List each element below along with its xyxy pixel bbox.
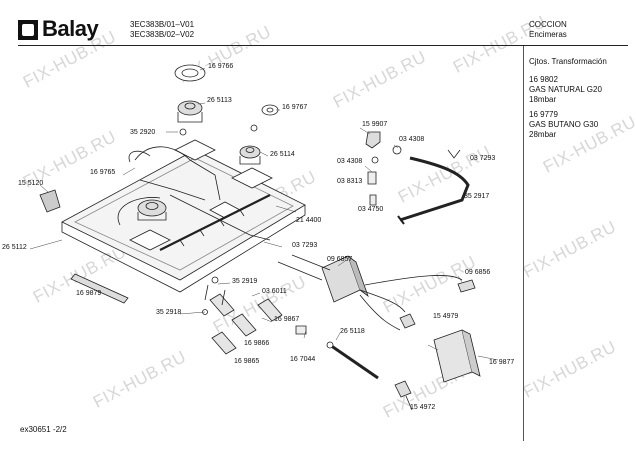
kit-part-number: 16 9779	[529, 110, 558, 119]
part-label: 16 7044	[290, 356, 316, 363]
part-label: 21 4400	[296, 217, 322, 224]
nipple-fitting	[367, 171, 377, 185]
gas-tube	[139, 179, 206, 201]
part-label: 16 9767	[282, 104, 308, 111]
burner-large	[174, 64, 206, 123]
bracket-clip	[39, 189, 61, 213]
part-label: 26 5113	[207, 97, 232, 104]
part-label: 15 4979	[433, 313, 459, 320]
hob-base-edge	[61, 205, 306, 293]
leader-lines	[29, 67, 499, 361]
category-subtitle: Encimeras	[529, 30, 567, 39]
kit-pressure: 18mbar	[529, 95, 557, 104]
ignition-electrode	[394, 380, 412, 398]
part-label: 26 5118	[340, 328, 365, 335]
part-label: 16 9879	[76, 290, 102, 297]
sidebar-title: Cjtos. Transformación	[529, 57, 607, 66]
gas-inlet-pipe	[399, 156, 470, 222]
seal-strip	[70, 273, 129, 304]
part-label: 16 9765	[90, 169, 116, 176]
ignition-wires	[359, 275, 463, 331]
part-label: 16 9766	[208, 63, 234, 70]
part-label: 15 4972	[410, 404, 436, 411]
elbow-fitting	[365, 131, 381, 149]
part-label: 35 2917	[464, 193, 490, 200]
diagram-code: ex30651 -2/2	[20, 425, 67, 434]
burner-small	[261, 104, 279, 116]
part-label: 35 2919	[232, 278, 258, 285]
burner-front	[137, 199, 167, 221]
conversion-kit-2: 16 9779 GAS BUTANO G30 28mbar	[529, 110, 598, 140]
wire-connector	[457, 279, 476, 293]
part-label: 16 9877	[489, 359, 515, 366]
part-label: 16 9866	[244, 340, 270, 347]
model-line-2: 3EC383B/02–V02	[130, 30, 195, 39]
thermocouple-rod	[329, 343, 379, 380]
part-label: 03 4308	[337, 158, 363, 165]
part-label: 26 5114	[270, 151, 295, 158]
model-line-1: 3EC383B/01–V01	[130, 20, 195, 29]
part-label: 09 6856	[465, 269, 491, 276]
part-label: 15 5120	[18, 180, 44, 187]
hob-plate-rim	[74, 157, 294, 271]
sidebar-divider	[523, 46, 524, 441]
burner-medium	[239, 145, 261, 165]
part-label: 16 9865	[234, 358, 260, 365]
gas-tube	[169, 194, 271, 241]
kit-gas-type: GAS BUTANO G30	[529, 120, 599, 129]
gas-tube	[117, 197, 161, 226]
part-label: 03 4308	[399, 136, 425, 143]
brand-logo: Balay	[18, 16, 106, 42]
part-label: 03 7293	[292, 242, 318, 249]
knob	[295, 325, 307, 335]
kit-part-number: 16 9802	[529, 75, 558, 84]
gas-tube	[134, 146, 221, 201]
category-title: COCCION	[529, 20, 567, 29]
part-label: 03 7293	[470, 155, 496, 162]
part-label: 16 9867	[274, 316, 300, 323]
part-label: 03 4750	[358, 206, 384, 213]
manifold	[159, 194, 271, 251]
part-label: 35 2920	[130, 129, 156, 136]
brand-name: Balay	[42, 16, 99, 41]
logo-mark-icon	[18, 20, 38, 40]
part-label: 09 6857	[327, 256, 353, 263]
part-label: 35 2918	[156, 309, 182, 316]
part-label: 03 6011	[262, 288, 287, 295]
pipe-clip	[447, 149, 461, 159]
conversion-kit-1: 16 9802 GAS NATURAL G20 18mbar	[529, 75, 602, 105]
part-label: 03 8313	[337, 178, 363, 185]
part-label: 15 9907	[362, 121, 388, 128]
header-divider	[18, 45, 628, 46]
kit-gas-type: GAS NATURAL G20	[529, 85, 602, 94]
kit-pressure: 28mbar	[529, 130, 557, 139]
part-label: 26 5112	[2, 244, 27, 251]
